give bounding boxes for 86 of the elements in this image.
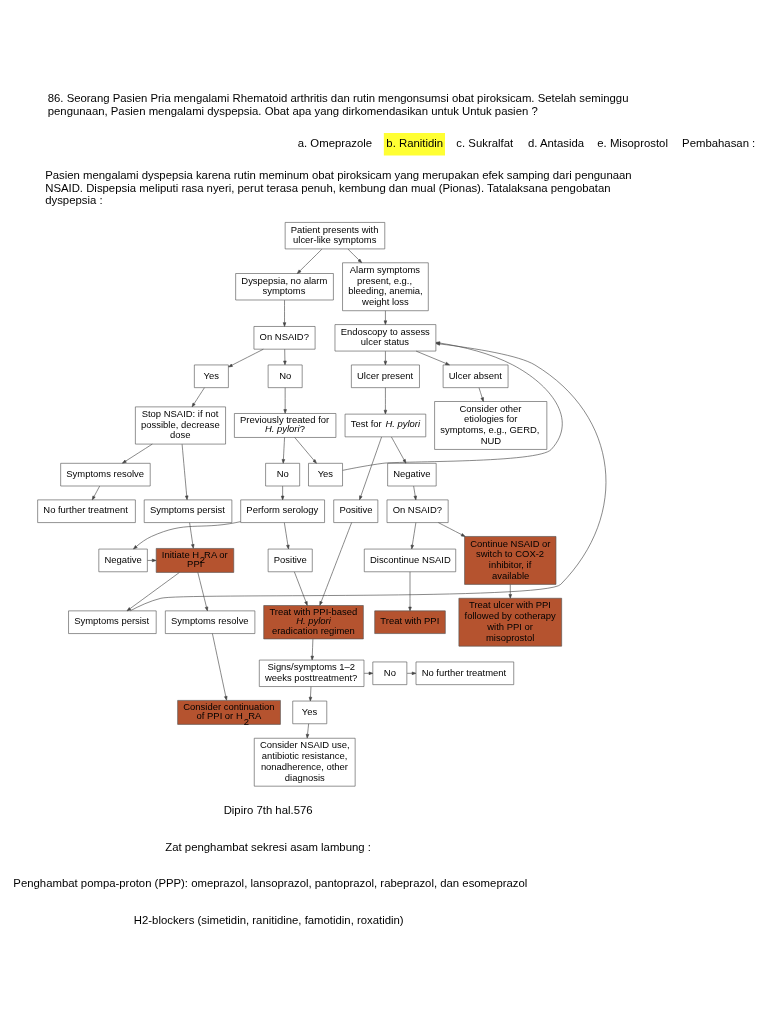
node-box: Discontinue NSAID bbox=[363, 548, 457, 572]
arrow bbox=[297, 248, 323, 274]
label: d. Antasida bbox=[527, 136, 585, 149]
node-box: Treat with PPI-based H. pylori eradication regimen bbox=[263, 604, 364, 639]
arrow bbox=[294, 436, 317, 464]
arrow bbox=[305, 723, 310, 738]
node-box: Positive bbox=[267, 548, 313, 572]
node-box: No bbox=[267, 364, 303, 388]
node-box: Patient presents with ulcer-like symptoms bbox=[284, 221, 386, 249]
arrow bbox=[391, 436, 407, 463]
arrow bbox=[310, 638, 314, 660]
node-box: Alarm symptoms present, e.g., bleeding, anemia, weight loss bbox=[342, 261, 429, 311]
label: Penghambat pompa-proton (PPP): omeprazol, lansoprazol, pantoprazol, rabeprazol, dan esomeprazol bbox=[13, 876, 528, 889]
node-box: Dyspepsia, no alarm symptoms bbox=[235, 272, 334, 300]
arrow bbox=[410, 521, 417, 549]
node-box: Symptoms resolve bbox=[60, 462, 151, 486]
arrow bbox=[438, 521, 466, 537]
arrow bbox=[281, 436, 286, 464]
node-box: Continue NSAID or switch to COX-2 inhibitor, if available bbox=[464, 535, 557, 585]
arrow bbox=[383, 310, 388, 325]
arrow bbox=[413, 485, 417, 500]
label: a. Omeprazole bbox=[297, 136, 373, 149]
arrow bbox=[126, 571, 180, 611]
node-box: Symptoms persist bbox=[68, 610, 157, 634]
label: Dipiro 7th hal.576 bbox=[223, 803, 313, 816]
arrow bbox=[284, 521, 290, 549]
node-box: Symptoms persist bbox=[143, 499, 233, 523]
arrow bbox=[383, 350, 388, 365]
node-box: Ulcer present bbox=[351, 364, 420, 388]
arrow bbox=[363, 671, 374, 675]
arrow bbox=[294, 571, 308, 606]
label: b. Ranitidin bbox=[386, 136, 444, 149]
arrow bbox=[189, 521, 195, 549]
label: H2-blockers (simetidin, ranitidine, famotidin, roxatidin) bbox=[133, 913, 404, 926]
node-box: Consider other etiologies for symptoms, e.g., GERD, NUD bbox=[434, 400, 548, 450]
node-box: No further treatment bbox=[37, 499, 136, 523]
node-box: Yes bbox=[194, 364, 229, 388]
label: Pasien mengalami dyspepsia karena rutin meminum obat piroksicam yang merupakan efek samping dari pengunaan NSAID. Dispepsia meliputi rasa nyeri, perut terasa penuh, kembung dan mual (Pionas). Tatalaksana pengobatan dyspepsia : bbox=[45, 168, 632, 206]
node-box: Yes bbox=[292, 700, 328, 724]
label: 86. Seorang Pasien Pria mengalami Rhematoid arthritis dan rutin mengonsumsi obat piroksicam. Setelah seminggu pengunaan, Pasien mengalami dyspepsia. Obat apa yang dirkomendasikan untuk Untuk pasien ? bbox=[47, 91, 629, 117]
arrow bbox=[122, 443, 153, 463]
arrow bbox=[281, 485, 285, 500]
arrow bbox=[197, 571, 209, 611]
node-box: Symptoms resolve bbox=[165, 610, 256, 634]
label: e. Misoprostol bbox=[597, 136, 668, 149]
arrow bbox=[308, 685, 313, 701]
label: c. Sukralfat bbox=[456, 136, 514, 149]
node-box: Ulcer absent bbox=[442, 364, 509, 388]
node-box: Previously treated for H. pylori? bbox=[234, 412, 337, 438]
node-box: On NSAID? bbox=[253, 325, 316, 349]
arrow bbox=[508, 583, 512, 599]
arrow bbox=[133, 520, 241, 549]
node-box: Yes bbox=[308, 462, 343, 486]
arrow bbox=[91, 485, 100, 500]
node-box: Treat ulcer with PPI followed by cotherapy with PPI or misoprostol bbox=[458, 597, 562, 646]
node-box: Test for H. pylori bbox=[344, 413, 427, 437]
node-box: Perform serology bbox=[240, 499, 325, 523]
label: Pembahasan : bbox=[682, 136, 756, 149]
arrow bbox=[359, 436, 382, 500]
arrow bbox=[147, 558, 157, 562]
arrow bbox=[478, 387, 484, 402]
node-box: Negative bbox=[98, 548, 148, 572]
node-box: No bbox=[372, 661, 408, 685]
node-box: Treat with PPI bbox=[374, 610, 446, 634]
node-box: Negative bbox=[387, 462, 437, 486]
arrow bbox=[191, 387, 205, 407]
node-box: Signs/symptoms 1–2 weeks posttreatment? bbox=[259, 659, 365, 687]
arrow bbox=[181, 443, 189, 500]
arrow bbox=[283, 387, 287, 414]
arrow bbox=[283, 348, 287, 365]
node-box: Positive bbox=[333, 499, 379, 523]
node-box: Stop NSAID: if not possible, decrease dose bbox=[135, 406, 226, 444]
arrow bbox=[383, 387, 388, 414]
arrow bbox=[406, 671, 417, 675]
arrow bbox=[212, 632, 228, 700]
arrow bbox=[347, 248, 362, 263]
node-box: No further treatment bbox=[415, 661, 515, 685]
node-box: Endoscopy to assess ulcer status bbox=[334, 323, 437, 351]
node-box: Consider NSAID use, antibiotic resistance, nonadherence, other diagnosis bbox=[253, 737, 356, 786]
arrow bbox=[228, 348, 264, 367]
arrow bbox=[282, 299, 287, 327]
arrow bbox=[319, 521, 352, 606]
node-box: On NSAID? bbox=[386, 499, 449, 523]
arrow bbox=[408, 571, 412, 611]
node-box: No bbox=[265, 462, 300, 486]
label: Zat penghambat sekresi asam lambung : bbox=[165, 840, 371, 853]
